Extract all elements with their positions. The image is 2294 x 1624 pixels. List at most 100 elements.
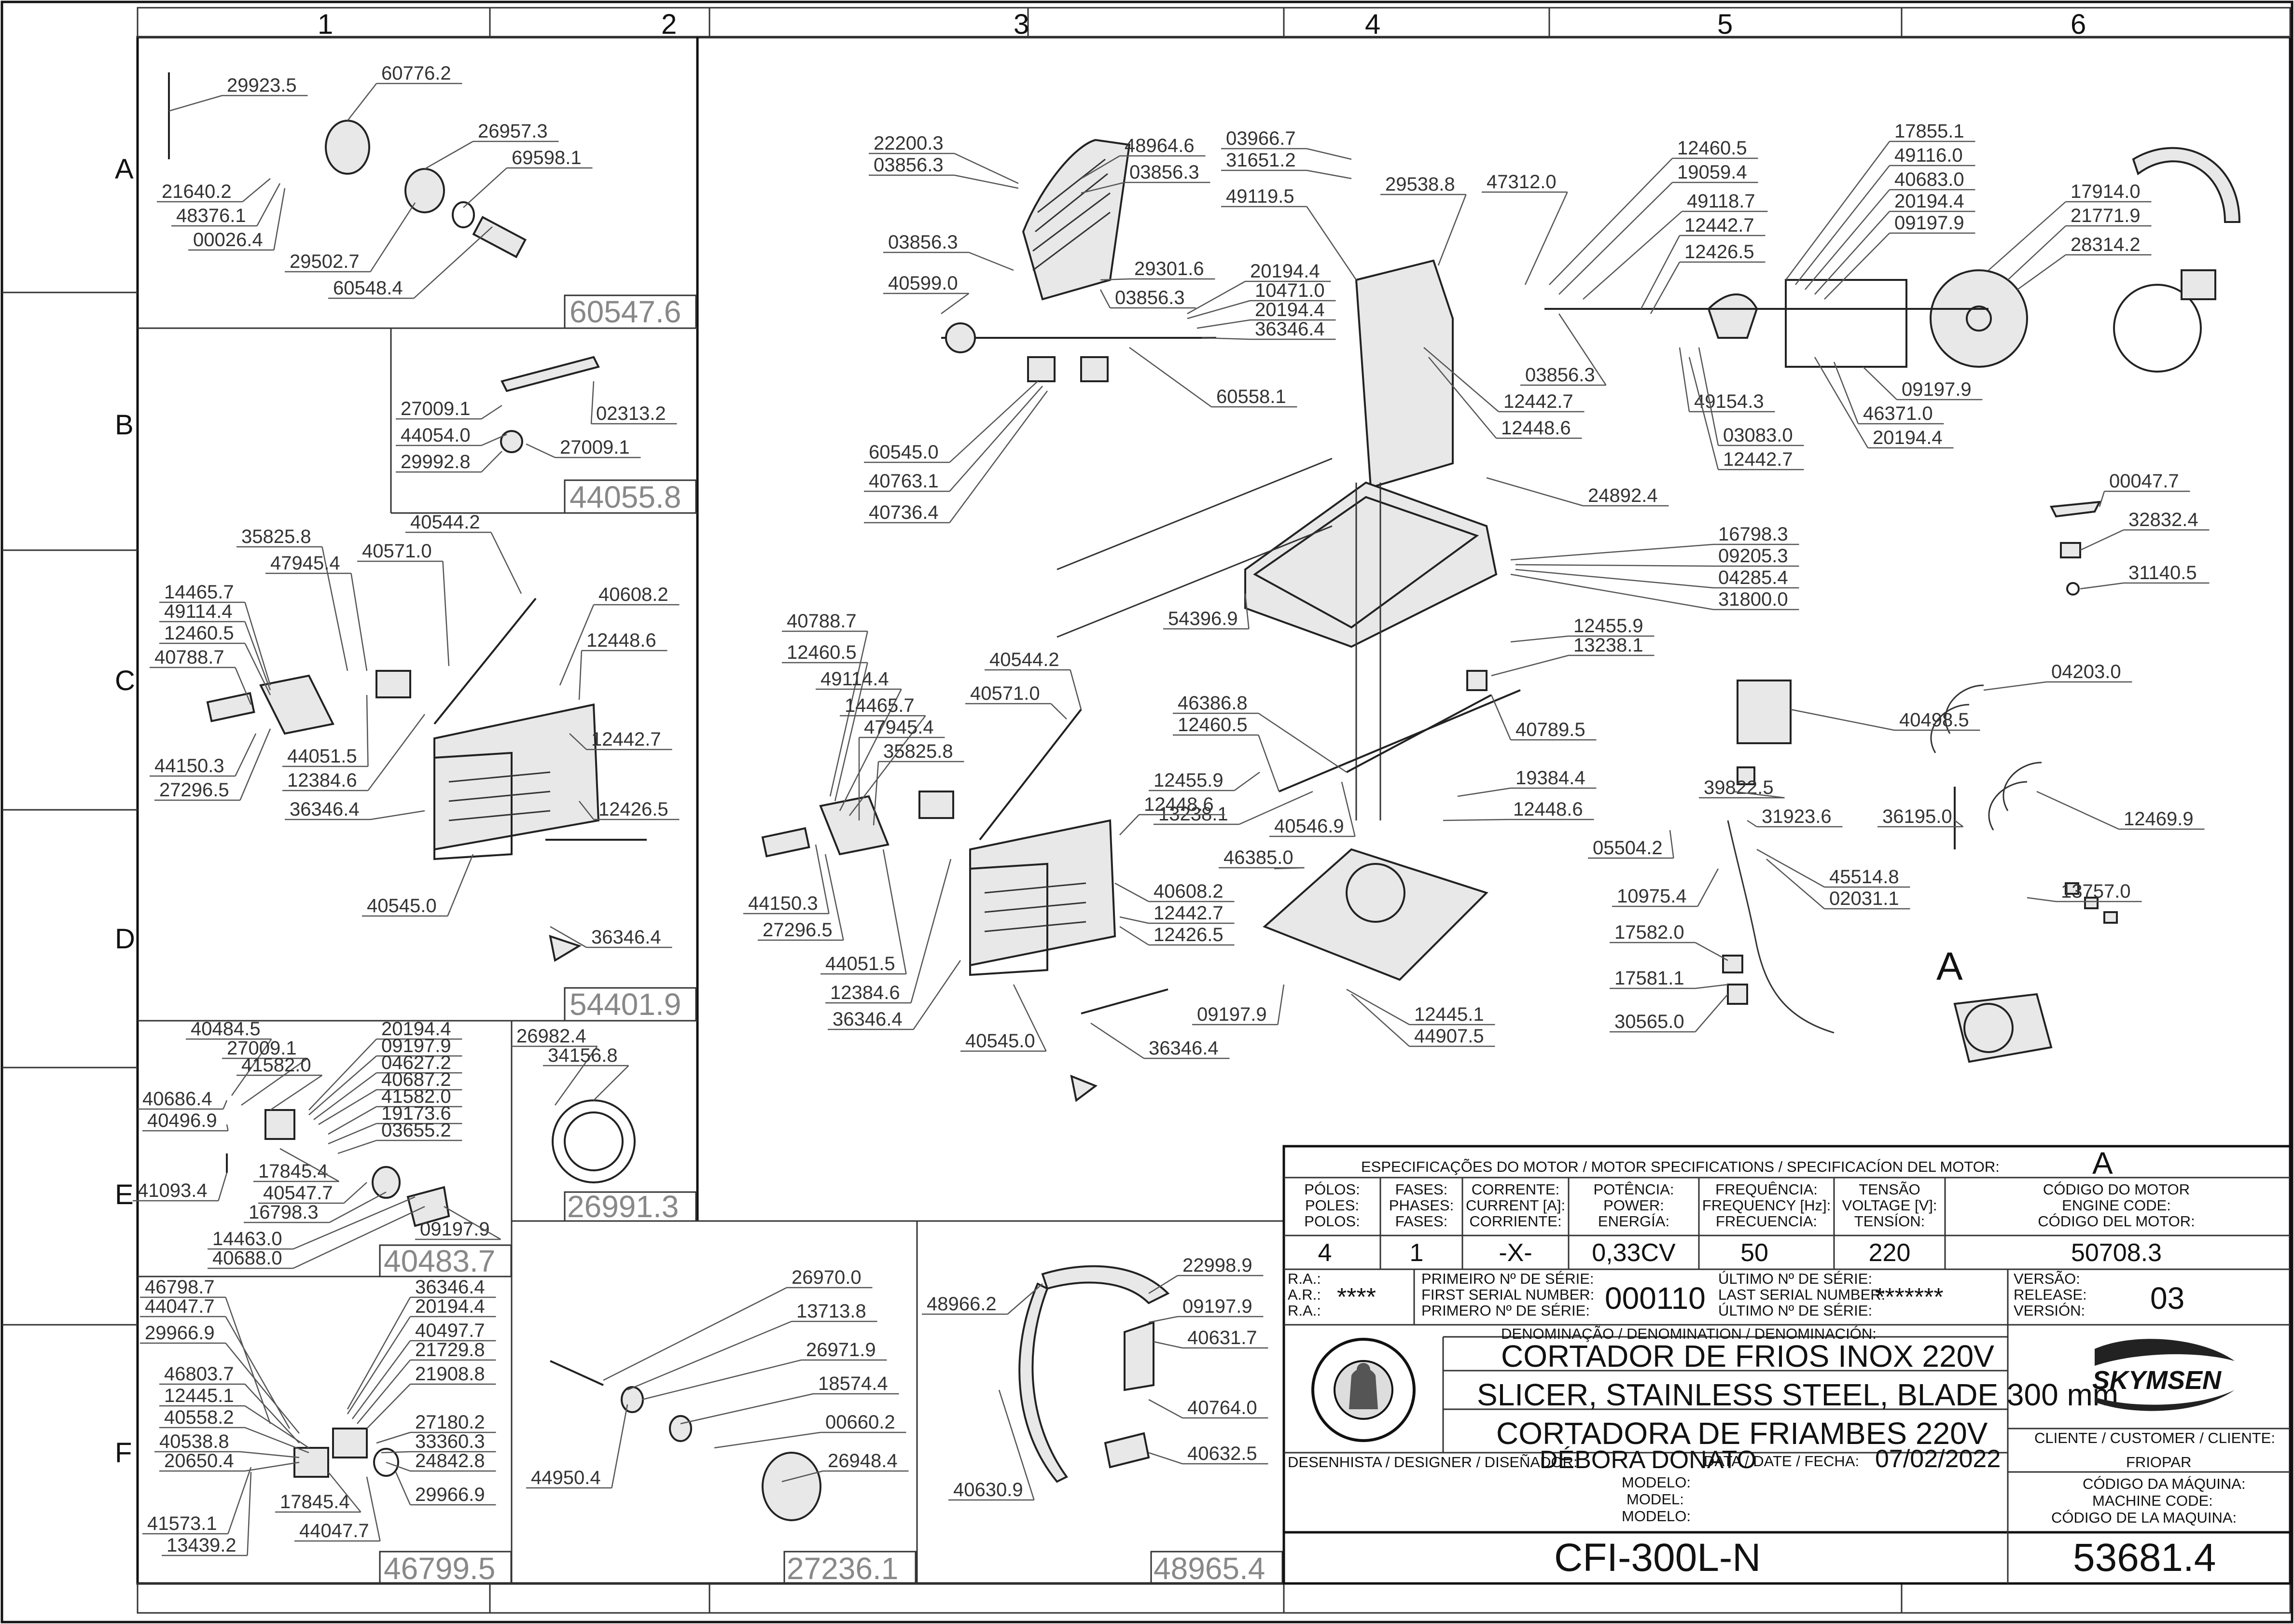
part-number-label: 36346.4 xyxy=(833,1009,903,1030)
part-number-label: 49154.3 xyxy=(1694,391,1764,412)
part-number-label: 40736.4 xyxy=(869,502,939,523)
leader-line xyxy=(1099,289,1111,308)
part-number-label: 12460.5 xyxy=(787,642,857,663)
leader-line xyxy=(1698,347,1719,446)
leader-line xyxy=(463,167,507,208)
part-number-label: 20194.4 xyxy=(1873,427,1943,448)
machine-code-value: 53681.4 xyxy=(2073,1536,2216,1580)
leader-line xyxy=(245,1427,309,1454)
leader-line xyxy=(444,1206,501,1240)
leader-line xyxy=(569,733,587,750)
part-number-label: 20194.4 xyxy=(415,1296,485,1317)
leader-line xyxy=(241,1057,308,1106)
first-serial-label: PRIMERO Nº DE SÉRIE: xyxy=(1421,1302,1590,1319)
voltage-header: TENSÃO xyxy=(1859,1181,1920,1198)
part-number-label: 36195.0 xyxy=(1882,806,1952,827)
zone-col-3: 3 xyxy=(1014,9,1029,40)
brand-logo: SKYMSEN xyxy=(2092,1339,2235,1411)
part-number-label: 24842.8 xyxy=(415,1450,485,1471)
leader-line xyxy=(481,451,502,472)
part-number-label: 40538.8 xyxy=(159,1431,229,1452)
part-number-label: 31651.2 xyxy=(1226,150,1296,171)
frequency-value: 50 xyxy=(1740,1239,1768,1267)
leader-line xyxy=(1695,984,1728,989)
leader-line xyxy=(240,1451,300,1458)
leader-line xyxy=(1148,1399,1183,1419)
leader-line xyxy=(1258,735,1280,792)
part-labels: 29923.560776.226957.369598.121640.248376… xyxy=(133,63,2210,1556)
part-number-label: 13238.1 xyxy=(1573,635,1643,656)
leader-line xyxy=(1100,278,1130,281)
leader-line xyxy=(1346,988,1410,1026)
part-number-label: 27009.1 xyxy=(227,1038,297,1059)
leader-line xyxy=(1688,357,1719,470)
leader-line xyxy=(873,761,879,826)
part-number-label: 04627.2 xyxy=(381,1052,451,1073)
part-number-label: 03856.3 xyxy=(874,154,944,176)
leader-line xyxy=(366,694,369,767)
part-number-label: 69598.1 xyxy=(512,147,582,168)
leader-line xyxy=(1187,280,1246,315)
leader-line xyxy=(1090,1022,1144,1059)
part-number-label: 40571.0 xyxy=(362,541,432,562)
denomination-pt: CORTADOR DE FRIOS INOX 220V xyxy=(1501,1339,1994,1374)
part-number-label: 20650.4 xyxy=(164,1450,234,1471)
part-number-label: 12442.7 xyxy=(1684,215,1754,236)
leader-line xyxy=(824,854,844,941)
part-number-label: 40558.2 xyxy=(164,1407,234,1428)
part-number-label: 54396.9 xyxy=(1168,608,1238,629)
designer-label: DESENHISTA / DESIGNER / DISEÑADOR: xyxy=(1288,1454,1578,1471)
part-number-label: 26970.0 xyxy=(792,1267,862,1288)
sheet-id: 26991.3 xyxy=(567,1189,679,1224)
designer-value: DÉBORA DONATO xyxy=(1540,1446,1756,1474)
phases-value: 1 xyxy=(1410,1239,1424,1267)
leader-line xyxy=(1234,771,1260,791)
part-number-label: 40497.7 xyxy=(415,1320,485,1341)
denomination-es: CORTADORA DE FRIAMBES 220V xyxy=(1496,1416,1988,1451)
part-number-label: 00660.2 xyxy=(825,1412,895,1433)
machine-code-label: CÓDIGO DA MÁQUINA: xyxy=(2083,1475,2246,1492)
part-number-label: 40546.9 xyxy=(1274,816,1344,837)
part-number-label: 20194.4 xyxy=(1255,299,1325,320)
leader-line xyxy=(2007,225,2066,280)
leader-line xyxy=(1428,357,1497,439)
frequency-header: FREQUÊNCIA: xyxy=(1715,1181,1818,1198)
leader-line xyxy=(256,183,281,226)
part-number-label: 27296.5 xyxy=(763,919,833,941)
part-number-label: 40498.5 xyxy=(1899,709,1969,731)
motor-spec-letter: A xyxy=(2092,1146,2113,1180)
last-serial-label: ÚLTIMO Nº DE SÉRIE: xyxy=(1718,1270,1872,1287)
leader-line xyxy=(2017,254,2066,291)
leader-line xyxy=(2099,491,2105,507)
part-number-label: 12426.5 xyxy=(598,799,668,820)
current-header: CORRIENTE: xyxy=(1469,1213,1561,1230)
client-value: FRIOPAR xyxy=(2126,1454,2192,1471)
machine-code-label: CÓDIGO DE LA MAQUINA: xyxy=(2051,1509,2237,1526)
part-number-label: 20194.4 xyxy=(1250,261,1320,282)
leader-line xyxy=(481,404,502,420)
leader-line xyxy=(1148,1275,1178,1294)
sheet-id: 44055.8 xyxy=(570,480,681,514)
leader-line xyxy=(554,1046,598,1106)
part-number-label: 27296.5 xyxy=(159,779,229,801)
part-number-label: 60548.4 xyxy=(333,278,403,299)
part-number-label: 17581.1 xyxy=(1614,968,1684,989)
leader-line xyxy=(1081,181,1125,194)
authorized-service-seal xyxy=(1311,1338,1416,1442)
machine-code-label: MACHINE CODE: xyxy=(2092,1492,2213,1509)
part-number-label: 13713.8 xyxy=(796,1301,866,1322)
version-label: VERSIÓN: xyxy=(2014,1302,2085,1319)
part-number-label: 16798.3 xyxy=(249,1202,319,1223)
leader-line xyxy=(1307,148,1352,160)
denomination-en: SLICER, STAINLESS STEEL, BLADE 300 mm xyxy=(1477,1377,2118,1412)
leader-line xyxy=(590,381,595,424)
leader-line xyxy=(225,1316,291,1429)
engine-code-header: CÓDIGO DEL MOTOR: xyxy=(2038,1213,2195,1230)
leader-line xyxy=(593,1065,629,1101)
leader-line xyxy=(1695,994,1728,1032)
part-number-label: 26982.4 xyxy=(516,1026,586,1047)
leader-line xyxy=(829,631,868,797)
leader-line xyxy=(1437,194,1467,266)
part-number-label: 21640.2 xyxy=(162,181,232,202)
part-number-label: 17582.0 xyxy=(1614,922,1684,943)
